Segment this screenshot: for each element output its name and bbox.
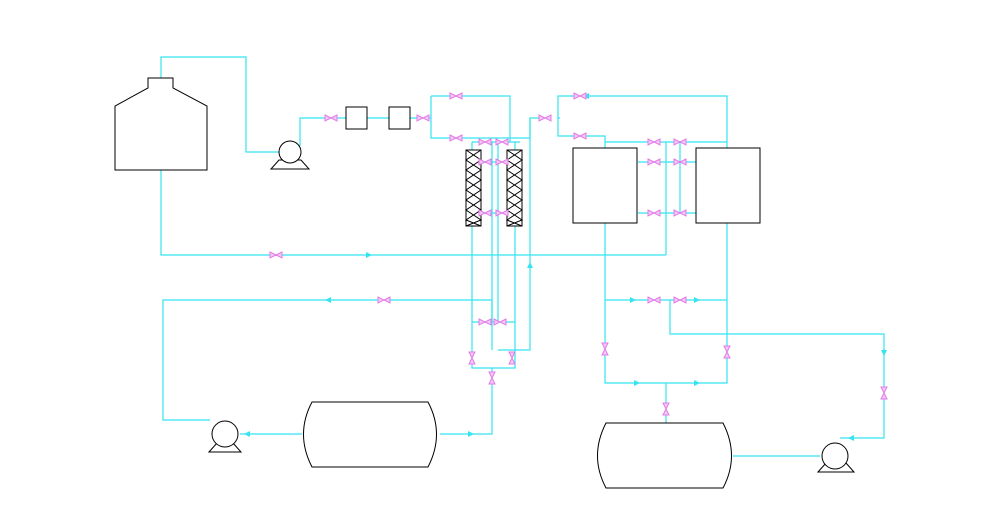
flow-arrow bbox=[366, 252, 372, 258]
pipe-left-lower-loop bbox=[162, 299, 493, 435]
valve-icon bbox=[478, 138, 492, 146]
valve-icon bbox=[723, 345, 731, 359]
storage-tank bbox=[114, 77, 208, 171]
pipe-between-vessels bbox=[605, 141, 727, 255]
flow-arrow bbox=[244, 431, 250, 437]
valve-icon bbox=[673, 209, 687, 217]
valve-icon bbox=[478, 209, 492, 217]
valve-icon bbox=[673, 296, 687, 304]
heat-exchanger-1 bbox=[464, 149, 483, 227]
flow-arrow bbox=[634, 380, 640, 386]
valve-icon bbox=[673, 158, 687, 166]
valve-icon bbox=[538, 114, 552, 122]
filter-1 bbox=[345, 106, 368, 130]
valve-icon bbox=[478, 318, 492, 326]
valve-icon bbox=[468, 351, 476, 365]
flow-arrow bbox=[527, 262, 533, 268]
valve-icon bbox=[269, 251, 283, 259]
valve-icon bbox=[416, 114, 430, 122]
valve-icon bbox=[495, 138, 509, 146]
pipe-exchanger-feed-header bbox=[430, 95, 542, 143]
pump-lower-left bbox=[207, 420, 243, 453]
horizontal-tank-left bbox=[303, 401, 437, 468]
valve-icon bbox=[449, 134, 463, 142]
valve-icon bbox=[647, 209, 661, 217]
horizontal-tank-right bbox=[597, 422, 732, 489]
flow-arrow bbox=[468, 431, 474, 437]
valve-icon bbox=[377, 296, 391, 304]
valve-icon bbox=[478, 158, 492, 166]
valve-icon bbox=[662, 402, 670, 416]
valve-icon bbox=[647, 138, 661, 146]
valve-icon bbox=[673, 138, 687, 146]
valve-icon bbox=[488, 371, 496, 385]
heat-exchanger-2 bbox=[505, 149, 524, 227]
pipe-tank-bottom-return bbox=[160, 170, 666, 256]
valve-icon bbox=[508, 351, 516, 365]
pump-lower-right bbox=[816, 442, 856, 473]
pipe-tank-to-pump-top bbox=[160, 56, 282, 153]
flow-arrow bbox=[630, 297, 636, 303]
vessel-left bbox=[572, 147, 638, 224]
filter-2 bbox=[388, 106, 411, 130]
valve-icon bbox=[647, 296, 661, 304]
pipe-vessel-bottoms bbox=[604, 223, 885, 439]
valve-icon bbox=[880, 386, 888, 400]
vessel-right bbox=[695, 147, 761, 224]
flow-arrow bbox=[325, 297, 331, 303]
valve-icon bbox=[573, 132, 587, 140]
pipe-network bbox=[160, 56, 885, 457]
valve-icon bbox=[647, 158, 661, 166]
valve-icon bbox=[573, 92, 587, 100]
valve-icon bbox=[493, 318, 507, 326]
pipe-right-upper-header bbox=[557, 95, 728, 148]
valve-icon bbox=[495, 209, 509, 217]
flow-arrow bbox=[694, 380, 700, 386]
valve-icon bbox=[324, 114, 338, 122]
flow-arrow bbox=[848, 435, 854, 441]
flow-arrow bbox=[694, 297, 700, 303]
flow-arrow bbox=[881, 350, 887, 356]
valve-icon bbox=[449, 92, 463, 100]
valve-icon bbox=[495, 158, 509, 166]
valves bbox=[269, 92, 888, 416]
pump-upper bbox=[269, 140, 311, 170]
valve-icon bbox=[601, 342, 609, 356]
